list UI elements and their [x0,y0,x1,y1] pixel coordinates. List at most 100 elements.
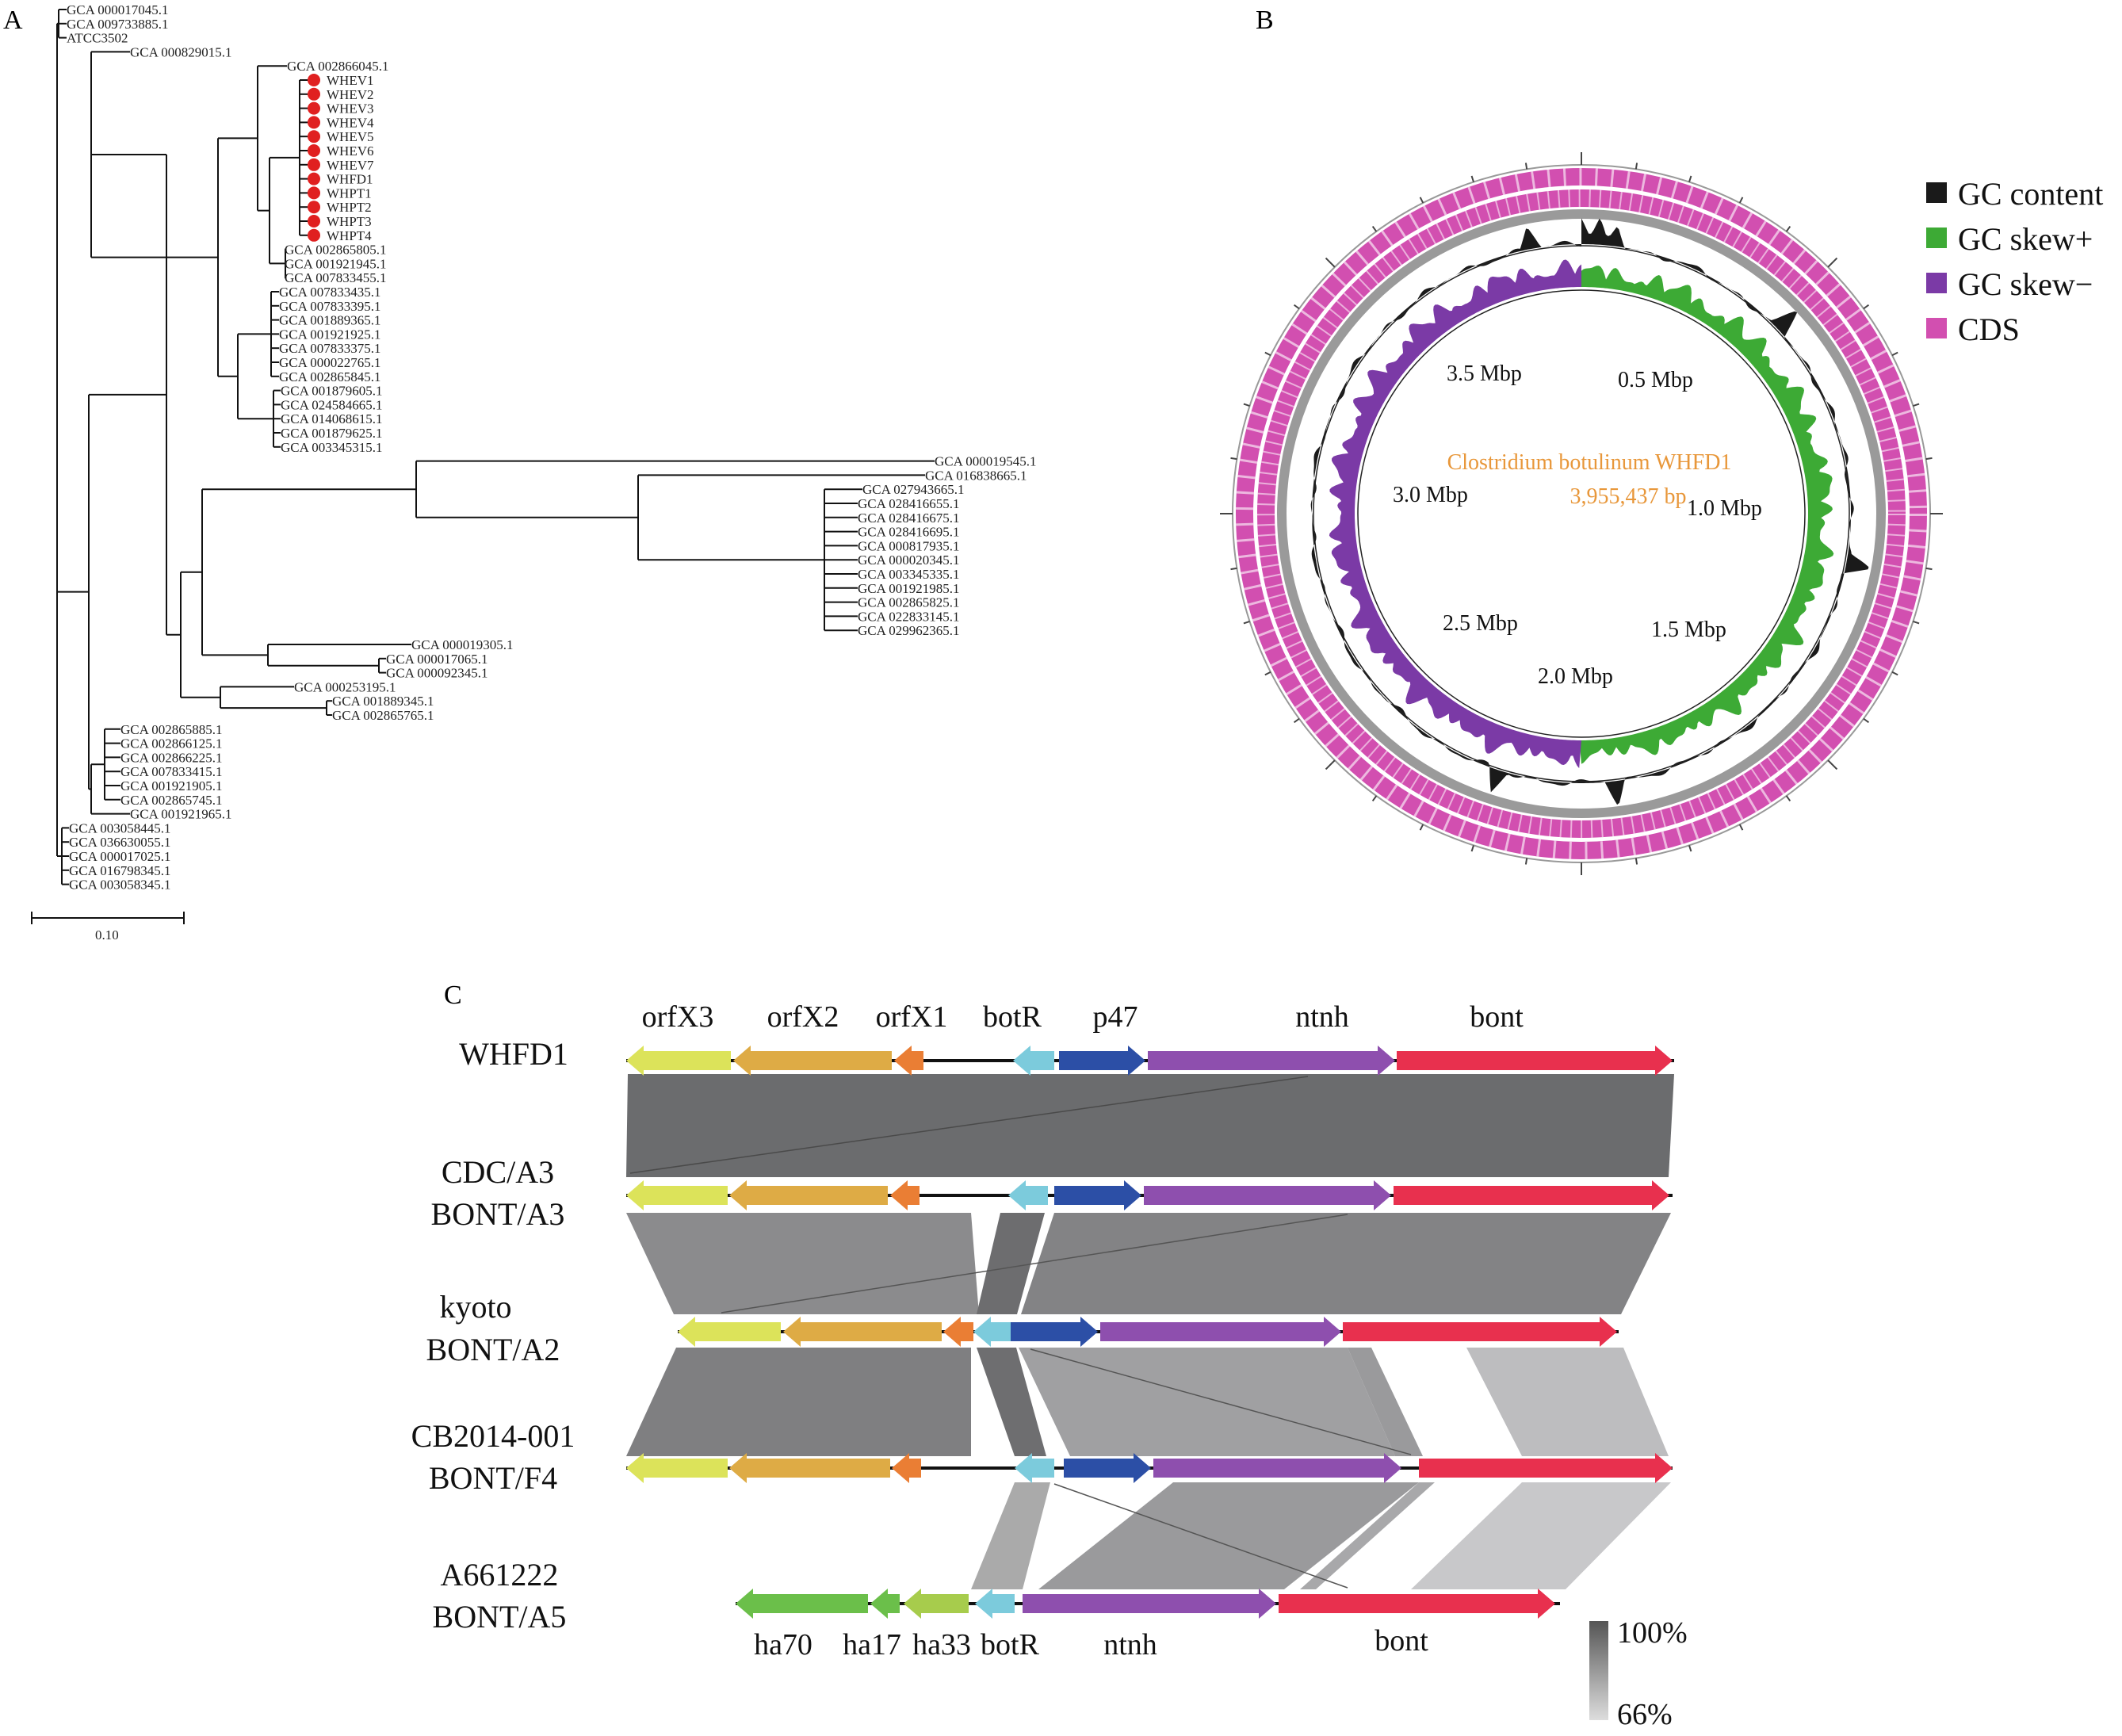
tree-tip-label: GCA 002865745.1 [120,793,222,808]
legend-gc-content: GC content [1958,176,2103,212]
gene-label-botr-a5: botR [981,1628,1040,1661]
strain-labels: WHFD1 CDC/A3 BONT/A3 kyoto BONT/A2 CB201… [411,1036,575,1635]
gene-arrow-p47 [1064,1453,1151,1483]
gene-arrow-orfx1 [943,1317,973,1347]
strain-marker [308,144,320,157]
gene-arrow-orfx3 [626,1453,728,1483]
pos-label-2-5: 2.5 Mbp [1443,611,1518,636]
contig-ring [1277,209,1886,818]
genome-size: 3,955,437 bp [1570,484,1687,509]
gene-label-orfx1: orfX1 [876,1000,948,1034]
similarity-ribbons [626,1074,1674,1589]
strain-bont-a2: BONT/A2 [426,1332,560,1367]
tree-tip-label: GCA 002865825.1 [858,595,959,610]
gene-arrow-botr [1013,1046,1054,1076]
gene-label-botr: botR [983,1000,1042,1034]
legend-swatch-gc-skew-pos [1926,228,1947,248]
tree-tip-label: WHEV7 [327,158,374,173]
tree-tip-label: GCA 000022765.1 [279,355,380,370]
identity-scale: 100% 66% [1589,1616,1688,1731]
ribbon-a2-f4-bont [1466,1348,1669,1456]
gene-arrow-ntnh [1100,1317,1341,1347]
strain-bont-f4: BONT/F4 [429,1460,557,1496]
tree-tip-label: GCA 029962365.1 [858,623,959,638]
legend-gc-skew-neg: GC skew− [1958,266,2093,302]
tree-tip-label: GCA 002865885.1 [120,722,222,737]
tree-tip-label: GCA 000017025.1 [69,849,170,864]
tree-tip-label: WHPT3 [327,214,372,229]
strain-bont-a5: BONT/A5 [433,1599,567,1635]
gene-arrow-bont [1397,1046,1673,1076]
tree-tip-label: GCA 016798345.1 [69,863,170,878]
gene-arrow-ntnh [1153,1453,1401,1483]
tree-tip-label: WHEV5 [327,129,373,144]
strain-marker [308,101,320,115]
gene-arrow-orfx1 [894,1046,923,1076]
gene-arrow-orfx2 [729,1453,890,1483]
tree-tip-label: GCA 022833145.1 [858,609,959,624]
gene-arrow-bont [1343,1317,1617,1347]
tree-tip-label: GCA 007833455.1 [285,270,386,285]
tree-tip-label: GCA 001921905.1 [120,778,222,793]
strain-marker [308,87,320,101]
ring-position-labels: 0.5 Mbp 1.0 Mbp 1.5 Mbp 2.0 Mbp 2.5 Mbp … [1393,361,1762,689]
tree-tip-label: WHEV4 [327,115,374,130]
strain-marker [308,158,320,171]
gene-label-ntnh: ntnh [1295,1000,1349,1034]
tree-tip-label: WHPT1 [327,185,372,201]
gene-arrow-orfx2 [783,1317,942,1347]
panel-label-a: A [3,6,23,35]
tree-tip-label: GCA 001921945.1 [285,256,386,271]
tree-tip-label: GCA 000017065.1 [386,652,487,667]
tree-tip-label: WHEV6 [327,143,373,159]
gene-label-bont: bont [1470,1000,1524,1034]
tree-tip-label: GCA 000092345.1 [386,666,487,681]
gene-arrow-ha17 [870,1589,900,1619]
gene-arrow-ha70 [736,1589,868,1619]
ribbon-a3-a2-botr [977,1213,1045,1314]
legend-gc-skew-pos: GC skew+ [1958,221,2093,257]
ribbon-a3-a2-right [1021,1213,1671,1314]
strain-marker [308,186,320,200]
ribbon-f4-a5-botr [971,1482,1050,1589]
tree-tip-label: WHEV1 [327,73,373,88]
ribbon-a2-f4-left [626,1348,971,1456]
gene-label-p47: p47 [1093,1000,1138,1034]
legend-swatch-cds [1926,318,1947,338]
tree-tip-label: GCA 007833375.1 [279,341,380,356]
gene-arrow-p47 [1011,1317,1098,1347]
strain-bont-a3: BONT/A3 [431,1196,565,1232]
ruler-ticks [1220,152,1943,875]
tree-tip-label: GCA 000019545.1 [935,454,1036,469]
tree-tip-label: GCA 001879605.1 [281,384,382,399]
gene-arrow-bont [1279,1589,1555,1619]
gene-arrow-p47 [1054,1180,1141,1210]
tree-tip-label: GCA 024584665.1 [281,397,382,412]
tree-tip-label: GCA 003345335.1 [858,567,959,582]
tree-tip-label: GCA 000017045.1 [67,2,168,17]
panel-label-c: C [444,981,462,1010]
gene-arrow-orfx3 [626,1180,728,1210]
strain-kyoto: kyoto [439,1289,511,1325]
panel-c: C orfX3 orfX2 orfX1 botR p47 ntnh bont W… [411,981,1688,1731]
genome-circle: 0.5 Mbp 1.0 Mbp 1.5 Mbp 2.0 Mbp 2.5 Mbp … [1220,152,1943,875]
gene-tracks [626,1046,1674,1619]
strain-cdc-a3: CDC/A3 [442,1154,554,1190]
tree-tip-label: GCA 000020345.1 [858,553,959,568]
tree-tip-label: GCA 001921965.1 [130,807,231,822]
gene-label-ntnh-a5: ntnh [1103,1628,1157,1661]
gene-label-ha70: ha70 [754,1628,812,1661]
pos-label-1-0: 1.0 Mbp [1687,496,1762,521]
tree-tip-label: ATCC3502 [67,31,128,46]
strain-marker [308,74,320,86]
tree-tip-label: GCA 001889365.1 [279,313,380,328]
strain-marker [308,228,320,242]
gene-arrow-ha33 [904,1589,969,1619]
gene-arrow-botr [973,1317,1011,1347]
identity-min: 66% [1617,1698,1673,1731]
tree-tip-label: GCA 002865845.1 [279,369,380,384]
tree-tip-label: GCA 002865765.1 [332,708,434,723]
gc-content-track [1310,218,1869,805]
